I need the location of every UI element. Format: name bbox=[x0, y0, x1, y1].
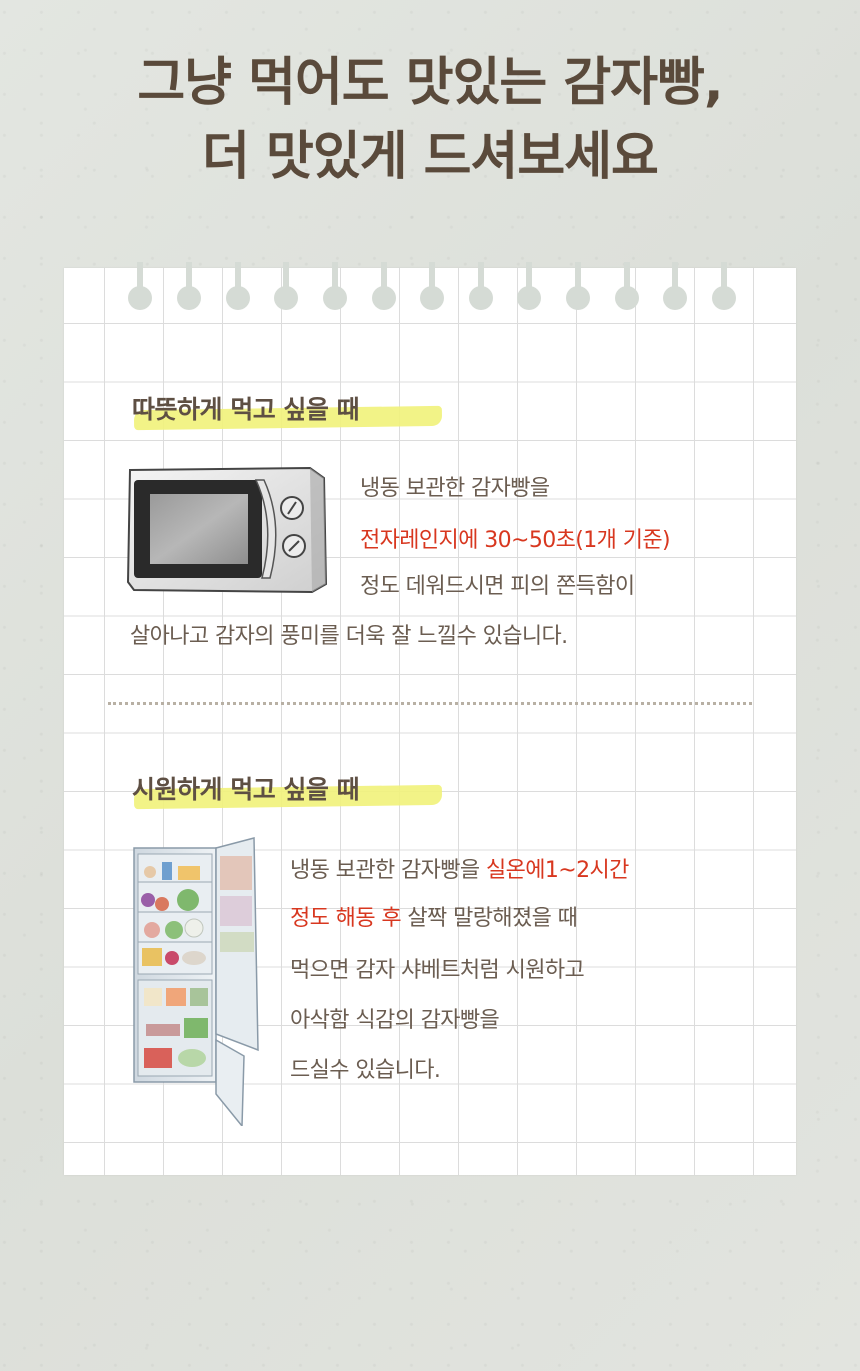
refrigerator-icon bbox=[133, 837, 259, 1126]
binding-ring-icon bbox=[128, 262, 152, 312]
binding-ring-icon bbox=[372, 262, 396, 312]
binding-ring-icon bbox=[226, 262, 250, 312]
warm-line-3: 정도 데워드시면 피의 쫀득함이 bbox=[360, 568, 635, 600]
binding-ring-icon bbox=[274, 262, 298, 312]
warm-line-4: 살아나고 감자의 풍미를 더욱 잘 느낄수 있습니다. bbox=[130, 618, 568, 650]
body-text: 드실수 있습니다. bbox=[290, 1058, 441, 1083]
highlight-red-text: 실온에1~2시간 bbox=[485, 858, 629, 883]
warm-line-2: 전자레인지에 30~50초(1개 기준) bbox=[360, 522, 671, 554]
microwave-icon bbox=[126, 466, 328, 594]
highlight-red-text: 전자레인지에 30~50초(1개 기준) bbox=[360, 528, 671, 553]
warm-line-1: 냉동 보관한 감자빵을 bbox=[360, 470, 550, 502]
cool-line-1: 냉동 보관한 감자빵을 실온에1~2시간 bbox=[290, 852, 629, 884]
section-title-cool: 시원하게 먹고 싶을 때 bbox=[132, 775, 360, 804]
binding-ring-icon bbox=[469, 262, 493, 312]
binding-ring-icon bbox=[663, 262, 687, 312]
binding-ring-icon bbox=[177, 262, 201, 312]
cool-line-2: 정도 해동 후 살짝 말랑해졌을 때 bbox=[290, 900, 578, 932]
section-divider bbox=[108, 702, 752, 705]
notebook-binding-rings bbox=[64, 262, 796, 312]
binding-ring-icon bbox=[323, 262, 347, 312]
headline-line-1: 그냥 먹어도 맛있는 감자빵, bbox=[137, 53, 723, 113]
body-text: 냉동 보관한 감자빵을 bbox=[360, 476, 550, 501]
cool-line-5: 드실수 있습니다. bbox=[290, 1052, 441, 1084]
body-text: 정도 데워드시면 피의 쫀득함이 bbox=[360, 574, 635, 599]
highlight-red-text: 정도 해동 후 bbox=[290, 906, 402, 931]
body-text: 아삭함 식감의 감자빵을 bbox=[290, 1008, 500, 1033]
binding-ring-icon bbox=[420, 262, 444, 312]
headline-line-2: 더 맛있게 드셔보세요 bbox=[202, 127, 659, 187]
body-text: 살짝 말랑해졌을 때 bbox=[401, 906, 578, 931]
binding-ring-icon bbox=[615, 262, 639, 312]
binding-ring-icon bbox=[712, 262, 736, 312]
binding-ring-icon bbox=[566, 262, 590, 312]
page-headline: 그냥 먹어도 맛있는 감자빵, 더 맛있게 드셔보세요 bbox=[0, 46, 860, 194]
binding-ring-icon bbox=[517, 262, 541, 312]
body-text: 냉동 보관한 감자빵을 bbox=[290, 858, 486, 883]
cool-line-3: 먹으면 감자 샤베트처럼 시원하고 bbox=[290, 952, 585, 984]
body-text: 먹으면 감자 샤베트처럼 시원하고 bbox=[290, 958, 585, 983]
section-title-warm: 따뜻하게 먹고 싶을 때 bbox=[132, 395, 360, 424]
cool-line-4: 아삭함 식감의 감자빵을 bbox=[290, 1002, 500, 1034]
body-text: 살아나고 감자의 풍미를 더욱 잘 느낄수 있습니다. bbox=[130, 624, 568, 649]
